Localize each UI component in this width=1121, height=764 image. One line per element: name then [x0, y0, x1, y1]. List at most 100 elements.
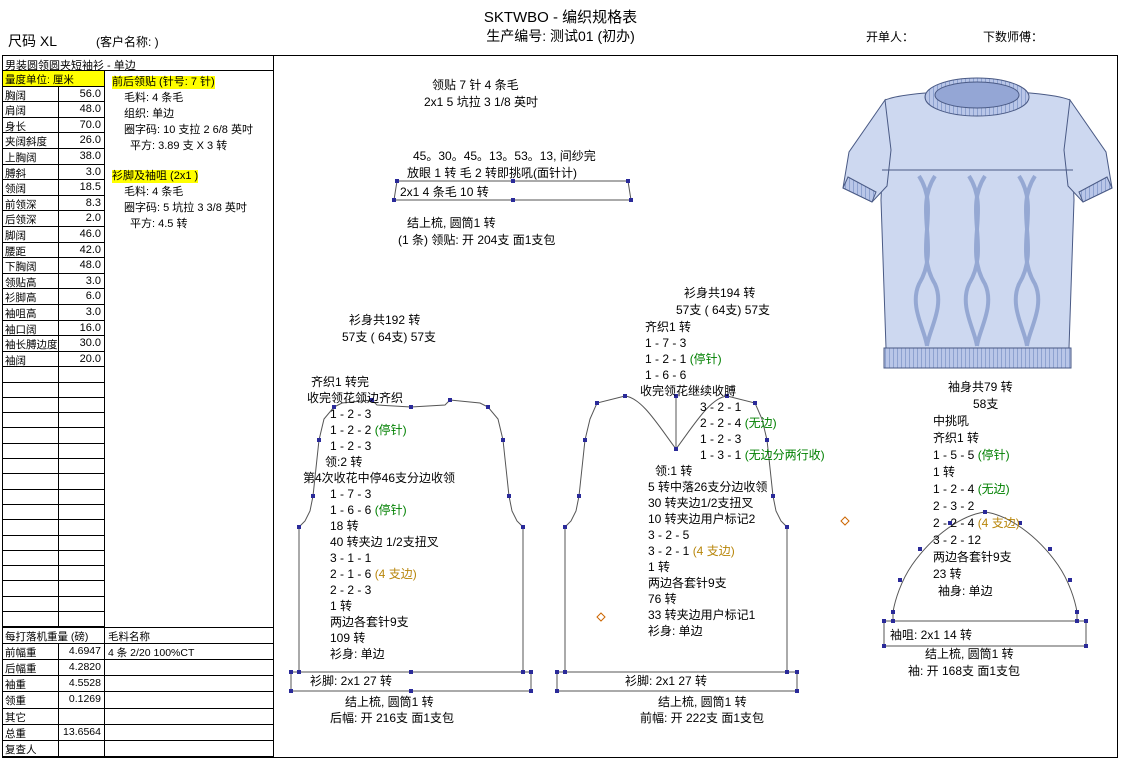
measure-value — [59, 612, 105, 628]
measure-row-empty — [3, 367, 273, 383]
measure-name: 上胸阔 — [3, 148, 59, 165]
measure-name — [3, 443, 59, 460]
measure-value — [59, 566, 105, 582]
measure-name — [3, 581, 59, 597]
unit-label: 量度单位: 厘米 — [3, 71, 105, 87]
measure-name — [3, 566, 59, 582]
measure-value — [59, 489, 105, 505]
measure-name: 下胸阔 — [3, 258, 59, 274]
weight-note — [105, 660, 273, 677]
customer-name-label: (客户名称: ) — [96, 35, 159, 49]
measure-name — [3, 489, 59, 505]
measure-value: 20.0 — [59, 351, 105, 368]
measure-value: 18.5 — [59, 180, 105, 196]
measure-name: 袖咀高 — [3, 304, 59, 321]
measure-value: 3.0 — [59, 273, 105, 290]
measure-value — [59, 413, 105, 429]
weight-name: 前幅重 — [3, 643, 59, 660]
measure-value — [59, 596, 105, 613]
weight-row: 复查人 — [3, 741, 273, 758]
measure-name: 袖长膊边度 — [3, 336, 59, 352]
measure-row-empty — [3, 612, 273, 628]
measure-value: 38.0 — [59, 148, 105, 165]
weight-value: 4.6947 — [59, 643, 105, 660]
weight-name: 复查人 — [3, 741, 59, 758]
measure-value: 2.0 — [59, 211, 105, 227]
weight-name: 袖重 — [3, 676, 59, 693]
measure-row-empty — [3, 443, 273, 460]
measure-value — [59, 581, 105, 597]
measure-name — [3, 596, 59, 613]
measure-name: 衫脚高 — [3, 289, 59, 305]
weight-header-row: 每打落机重量 (磅)毛料名称 — [3, 627, 273, 644]
weight-note — [105, 709, 273, 725]
measure-value — [59, 535, 105, 551]
order-person-label: 开单人： — [866, 30, 915, 44]
measure-value: 42.0 — [59, 242, 105, 259]
weight-row: 其它 — [3, 708, 273, 725]
measure-value: 3.0 — [59, 304, 105, 321]
measure-name — [3, 367, 59, 383]
weight-value — [59, 741, 105, 758]
style-title: 男装圆领圆夹短袖衫 - 单边 — [3, 56, 273, 71]
measure-name — [3, 474, 59, 490]
measure-name: 后领深 — [3, 211, 59, 227]
measure-value — [59, 382, 105, 398]
measure-name — [3, 535, 59, 551]
weight-note — [105, 676, 273, 693]
measure-row-empty — [3, 596, 273, 613]
weight-note — [105, 741, 273, 758]
measure-value: 48.0 — [59, 102, 105, 118]
measure-row-empty — [3, 550, 273, 567]
measure-value: 48.0 — [59, 258, 105, 274]
weight-note — [105, 692, 273, 709]
measure-row-empty — [3, 397, 273, 414]
measure-value: 46.0 — [59, 226, 105, 243]
measure-name — [3, 397, 59, 414]
measure-name: 前领深 — [3, 195, 59, 212]
weight-note — [105, 725, 273, 742]
weight-value: 13.6564 — [59, 724, 105, 742]
measure-name — [3, 520, 59, 536]
measure-row-empty — [3, 520, 273, 536]
measure-value: 70.0 — [59, 117, 105, 134]
measure-name — [3, 459, 59, 475]
measure-name: 夹阔斜度 — [3, 133, 59, 149]
weight-value: 4.5528 — [59, 676, 105, 693]
measure-row-empty — [3, 535, 273, 551]
measure-name: 肩阔 — [3, 102, 59, 118]
measure-name — [3, 504, 59, 521]
technician-label: 下数师傅： — [983, 30, 1044, 44]
measure-value: 16.0 — [59, 320, 105, 337]
size-label: 尺码 XL — [8, 33, 58, 49]
measure-name — [3, 382, 59, 398]
measure-name: 袖阔 — [3, 351, 59, 368]
weight-name: 其它 — [3, 708, 59, 725]
measure-value — [59, 504, 105, 521]
sheet-title: SKTWBO - 编织规格表 — [483, 9, 638, 26]
measure-name — [3, 428, 59, 444]
weight-name: 领重 — [3, 692, 59, 709]
measure-row-empty — [3, 581, 273, 597]
weight-header-right: 毛料名称 — [105, 628, 273, 644]
measure-row-empty — [3, 459, 273, 475]
